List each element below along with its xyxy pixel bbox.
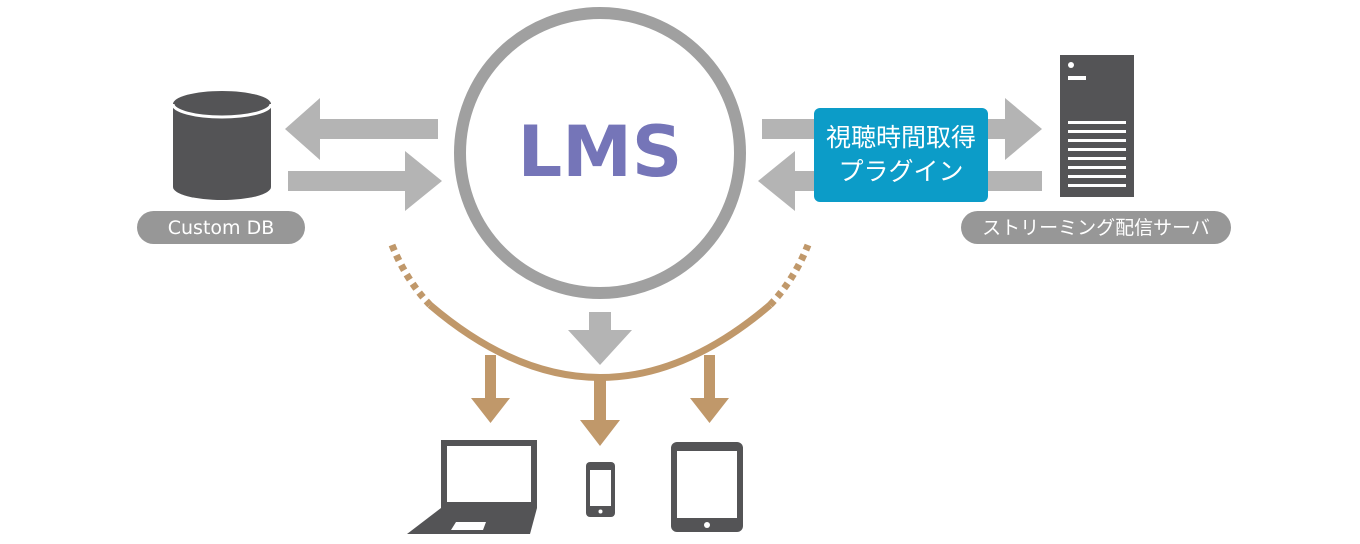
tablet-icon [671, 442, 743, 532]
plugin-label-line1: 視聴時間取得 [826, 123, 976, 152]
database-label-pill: Custom DB [137, 211, 305, 244]
lms-ring [454, 7, 746, 299]
database-label: Custom DB [168, 217, 275, 239]
arrow-to-laptop [471, 355, 510, 423]
lms-label: LMS [518, 111, 683, 193]
lms-node: LMS [454, 7, 746, 299]
arrow-to-tablet [690, 355, 729, 423]
arc-dashed-left [388, 243, 433, 308]
db-lms-arrows [285, 98, 442, 211]
device-arrows [471, 355, 729, 446]
database-icon [171, 91, 273, 200]
arrow-lms-down [568, 312, 632, 365]
arrow-db-to-lms [288, 151, 442, 211]
server-icon [1060, 55, 1134, 197]
server-label: ストリーミング配信サーバ [982, 217, 1210, 239]
laptop-icon [407, 440, 537, 534]
server-label-pill: ストリーミング配信サーバ [961, 211, 1231, 244]
arc-dashed-right [767, 243, 812, 308]
arrow-lms-to-db [285, 98, 438, 160]
plugin-box: 視聴時間取得 プラグイン [814, 108, 988, 202]
smartphone-icon [586, 462, 615, 517]
plugin-label-line2: プラグイン [838, 157, 963, 186]
arrow-to-smartphone [580, 375, 620, 446]
